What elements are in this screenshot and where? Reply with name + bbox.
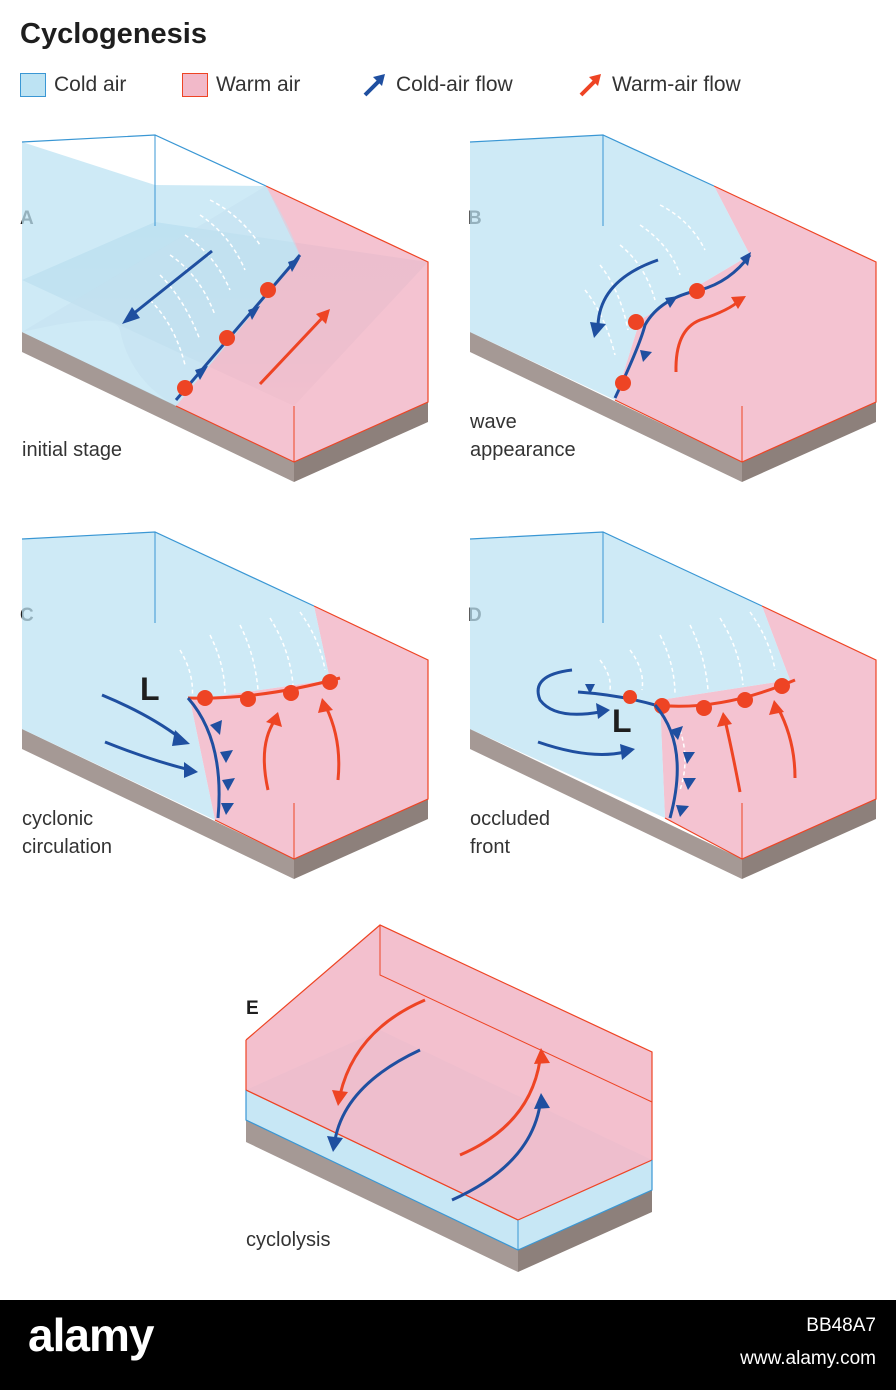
cold-air-flow-arrow [451, 1104, 542, 1202]
cold-front-triangles [195, 258, 300, 380]
cyclonic-circulation-arrow [536, 668, 601, 716]
low-pressure-label: L [612, 703, 632, 739]
panel-e-caption-line: cyclolysis [246, 1229, 331, 1251]
panel-b-caption-line: appearance [470, 439, 576, 461]
cold-air-mass [22, 532, 330, 820]
footer-url: www.alamy.com [740, 1348, 876, 1369]
ground-slab-side [294, 799, 428, 879]
front-dashes [179, 611, 326, 701]
cold-air-flow-arrow [104, 740, 191, 772]
watermark-footer: alamy BB48A7 www.alamy.com [0, 1300, 896, 1390]
cold-front-surface [22, 186, 300, 406]
ground-slab [246, 1120, 518, 1272]
warm-air-mass [615, 186, 876, 462]
low-pressure-label: L [140, 671, 160, 707]
warm-air-flow-arrow [776, 707, 797, 779]
image-id: BB48A7 [806, 1315, 876, 1336]
warm-front-semicircles [654, 678, 790, 716]
warm-air-flow-arrow [459, 1059, 542, 1157]
legend-warm-air: Warm air [182, 70, 300, 100]
warm-air-swatch [182, 73, 208, 97]
cold-front-triangles [670, 726, 696, 817]
panel-a-caption: initial stage [22, 436, 122, 464]
box-outline-warm [664, 605, 877, 860]
legend-warm-air-flow-label: Warm-air flow [612, 73, 741, 96]
front-line [174, 254, 302, 401]
panel-b-caption-line: wave [470, 411, 517, 433]
ground-slab [22, 729, 294, 879]
warm-front-semicircles [197, 674, 338, 707]
panel-d-caption-line: occluded [470, 808, 551, 830]
cold-air-flow-arrow [127, 249, 213, 320]
panel-d-caption-line: front [470, 836, 511, 858]
warm-air-flow-arrow-icon [579, 74, 601, 97]
cold-air-flow-arrow-icon [363, 74, 385, 97]
ground-slab-side [742, 799, 876, 879]
cold-air-swatch [20, 73, 46, 97]
warm-air-mass [190, 606, 428, 859]
panel-c-caption-line: circulation [22, 836, 113, 858]
warm-air-flow-arrow [262, 719, 277, 791]
panel-c-caption-line: cyclonic [22, 808, 94, 830]
diagram-title: Cyclogenesis [20, 18, 207, 50]
warm-air-mass [246, 925, 652, 1220]
legend-cold-air-flow-label: Cold-air flow [396, 73, 513, 96]
panel-b-caption: wave appearance [470, 408, 576, 464]
warm-air-mass [176, 186, 428, 462]
front-dashes [149, 199, 261, 366]
occluded-front-line [577, 690, 656, 707]
panel-d-caption: occluded front [470, 805, 550, 861]
cold-front-triangles [640, 252, 751, 362]
box-outline-warm [175, 185, 429, 463]
warm-air-flow-arrow [338, 998, 426, 1096]
legend-warm-air-flow: Warm-air flow [576, 70, 741, 100]
cold-air-flow-arrow [333, 1048, 421, 1141]
cold-air-flow-arrow [537, 740, 626, 756]
warm-air-mass [660, 606, 876, 859]
warm-air-flow-arrow [258, 313, 327, 386]
legend-cold-air-flow: Cold-air flow [360, 70, 513, 100]
warm-front-semicircles [177, 282, 276, 396]
box-outline-inner [379, 925, 653, 1103]
legend-cold-air-label: Cold air [54, 73, 127, 96]
occluded-front-symbols [585, 684, 637, 704]
cold-front-triangles [210, 720, 235, 815]
warm-air-flow-arrow [723, 719, 742, 793]
panel-e-caption: cyclolysis [246, 1226, 330, 1254]
cold-front-line [186, 697, 221, 819]
front-dashes [599, 611, 776, 791]
ground-slab [470, 729, 742, 879]
legend-cold-air: Cold air [20, 70, 126, 100]
panel-c-caption: cyclonic circulation [22, 805, 112, 861]
front-dashes [584, 204, 706, 356]
ground-slab [470, 332, 742, 482]
ground-slab-side [294, 402, 428, 482]
alamy-logo: alamy [28, 1309, 154, 1361]
cold-front-line [653, 704, 679, 819]
legend-warm-air-label: Warm air [216, 73, 301, 96]
warm-air-flow-arrow [674, 298, 742, 373]
ground-slab-side [518, 1190, 652, 1272]
cold-air-mass [470, 135, 750, 400]
front-line [613, 254, 752, 399]
box-outline-warm [614, 185, 877, 463]
panel-e-letter: E [246, 998, 259, 1019]
ground-slab-side [742, 402, 876, 482]
panel-a-caption-line: initial stage [22, 439, 123, 461]
warm-front-semicircles [615, 283, 705, 391]
cold-air-flow-arrow [596, 258, 659, 326]
cold-air-flow-arrow [101, 693, 181, 740]
box-outline-warm [214, 605, 429, 860]
warm-air-flow-arrow [324, 706, 341, 781]
ground-slab [22, 332, 294, 482]
